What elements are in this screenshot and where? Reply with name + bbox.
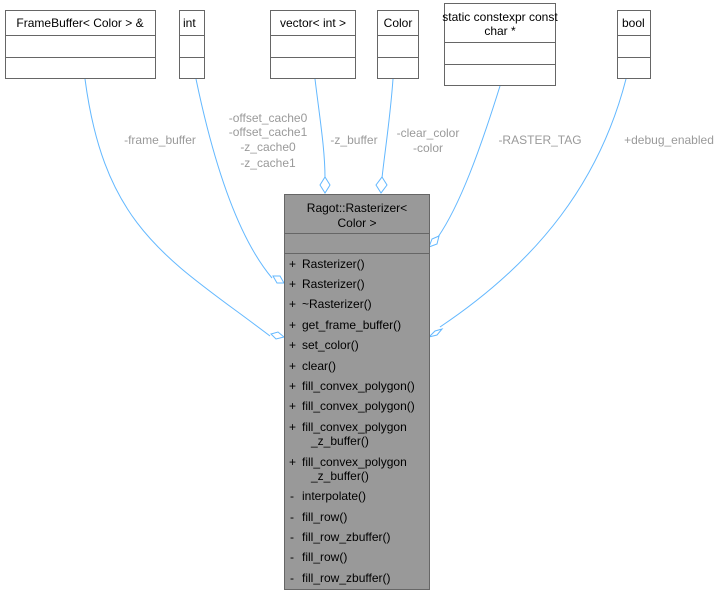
edge-label-raster-tag: -RASTER_TAG xyxy=(498,133,581,147)
edge-label-offset-cache1: -offset_cache1 xyxy=(229,125,308,139)
method-visibility: - xyxy=(290,550,294,564)
method-name: ~Rasterizer() xyxy=(302,297,372,311)
main-class-title: Color > xyxy=(337,216,376,230)
class-title: Color xyxy=(384,16,413,30)
method-visibility: + xyxy=(289,399,296,413)
aggregation-diamond-icon xyxy=(319,176,331,194)
class-box-vector: vector< int > xyxy=(270,10,356,79)
main-class-title: Ragot::Rasterizer< xyxy=(307,201,407,215)
aggregation-diamond-icon xyxy=(270,331,286,340)
method-name: fill_row() xyxy=(302,510,347,524)
method-name: _z_buffer() xyxy=(310,469,369,483)
aggregation-diamond-icon xyxy=(428,235,440,248)
method-name: set_color() xyxy=(302,338,359,352)
method-visibility: + xyxy=(289,420,296,434)
class-box-static-constexpr: static constexpr const char * xyxy=(442,3,558,86)
method-visibility: - xyxy=(290,489,294,503)
aggregation-diamond-icon xyxy=(272,275,285,284)
class-box-framebuffer: FrameBuffer< Color > & xyxy=(5,10,156,79)
edge-label-clear-color: -clear_color xyxy=(397,126,460,140)
edge-label-offset-cache0: -offset_cache0 xyxy=(229,111,308,125)
method-name: fill_convex_polygon() xyxy=(302,379,415,393)
class-title: char * xyxy=(484,24,516,38)
method-visibility: + xyxy=(289,277,296,291)
class-title: int xyxy=(183,16,196,30)
method-visibility: + xyxy=(289,455,296,469)
edge-label-z-cache1: -z_cache1 xyxy=(240,156,296,170)
class-title: bool xyxy=(622,16,645,30)
edge-label-color: -color xyxy=(413,141,443,155)
method-name: fill_row_zbuffer() xyxy=(302,571,390,585)
method-visibility: + xyxy=(289,318,296,332)
method-name: get_frame_buffer() xyxy=(302,318,401,332)
method-name: fill_convex_polygon xyxy=(302,420,407,434)
method-visibility: - xyxy=(290,571,294,585)
class-title: static constexpr const xyxy=(442,10,558,24)
edge-label-z-cache0: -z_cache0 xyxy=(240,140,296,154)
edge-frame-buffer xyxy=(84,78,286,340)
edge-color xyxy=(375,78,394,194)
method-visibility: + xyxy=(289,257,296,271)
method-name: fill_convex_polygon() xyxy=(302,399,415,413)
method-name: clear() xyxy=(302,359,336,373)
edge-label-frame-buffer: -frame_buffer xyxy=(124,133,196,147)
method-name: _z_buffer() xyxy=(310,434,369,448)
class-box-rasterizer: Ragot::Rasterizer< Color > + Rasterizer(… xyxy=(284,194,430,590)
class-box-int: int xyxy=(179,10,205,79)
method-visibility: + xyxy=(289,359,296,373)
method-name: interpolate() xyxy=(302,489,366,503)
method-name: fill_convex_polygon xyxy=(302,455,407,469)
class-title: FrameBuffer< Color > & xyxy=(16,16,143,30)
class-box-color: Color xyxy=(377,10,419,79)
edge-z-buffer xyxy=(314,78,331,194)
method-visibility: - xyxy=(290,530,294,544)
edge-int xyxy=(195,78,285,284)
edge-label-z-buffer: -z_buffer xyxy=(330,133,377,147)
method-visibility: + xyxy=(289,297,296,311)
class-title: vector< int > xyxy=(280,16,346,30)
method-name: fill_row_zbuffer() xyxy=(302,530,390,544)
method-name: fill_row() xyxy=(302,550,347,564)
method-visibility: - xyxy=(290,510,294,524)
class-box-bool: bool xyxy=(617,10,651,79)
aggregation-diamond-icon xyxy=(427,328,444,338)
method-name: Rasterizer() xyxy=(302,277,365,291)
edge-raster-tag xyxy=(428,85,501,248)
aggregation-diamond-icon xyxy=(375,176,388,194)
method-name: Rasterizer() xyxy=(302,257,365,271)
method-visibility: + xyxy=(289,338,296,352)
edge-debug-enabled xyxy=(427,78,627,338)
method-visibility: + xyxy=(289,379,296,393)
edge-label-debug-enabled: +debug_enabled xyxy=(624,133,714,147)
